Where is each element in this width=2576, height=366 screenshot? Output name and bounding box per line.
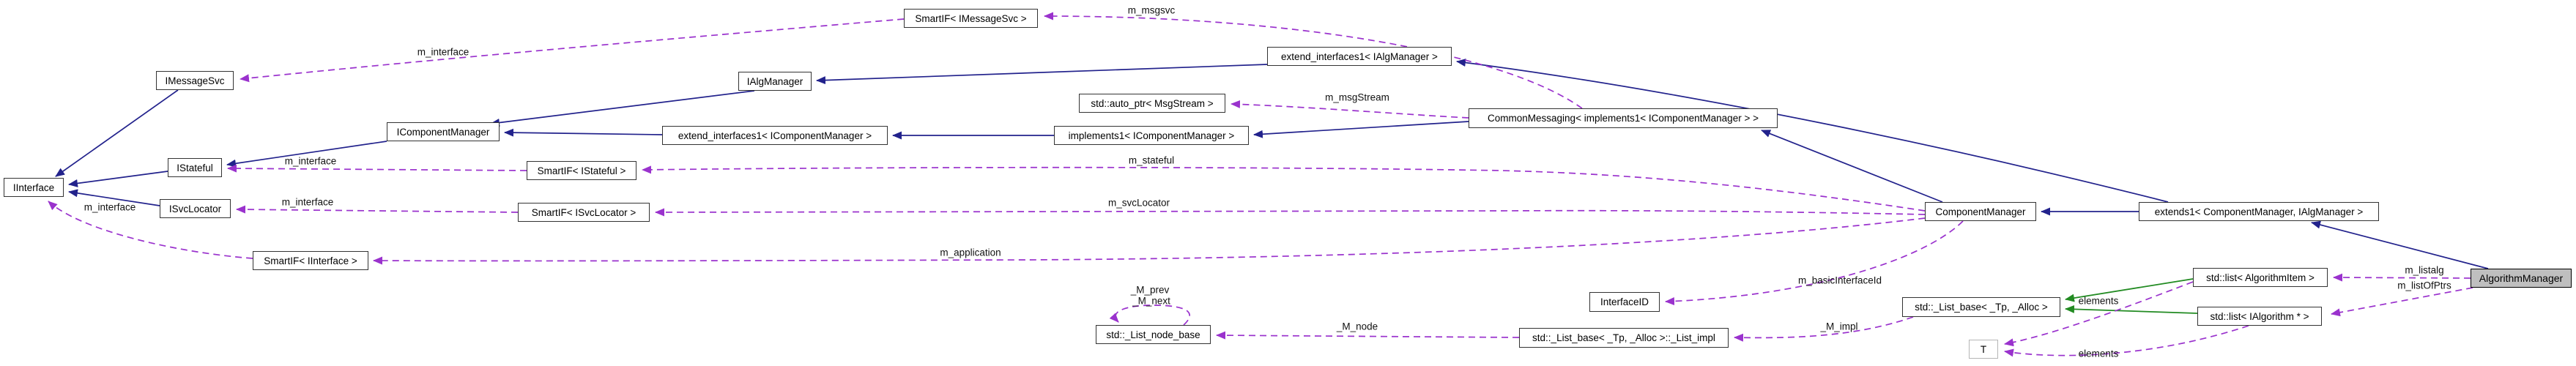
edge-usage-commonmessaging-to-smartifimessagesvc <box>1044 12 1583 109</box>
edge-label-m-stateful: m_stateful <box>1128 154 1175 166</box>
edge-usage-listalgorithmitem-to-t <box>2004 281 2194 347</box>
edge-label-m-application: m_application <box>940 247 1001 258</box>
edge-inheritance-extendinterfaces1iam-to-ialgmanager <box>816 64 1268 85</box>
edge-label-m-basicinterfaceid: m_basicInterfaceId <box>1797 274 1882 286</box>
node-commonmessaging[interactable]: CommonMessaging< implements1< IComponent… <box>1469 108 1778 128</box>
edge-usage-smartifimessagesvc-to-imessagesvc <box>240 18 905 83</box>
node-std-list-base[interactable]: std::_List_base< _Tp, _Alloc > <box>1902 297 2060 317</box>
node-interfaceid[interactable]: InterfaceID <box>1589 292 1660 312</box>
node-interfaceid-label: InterfaceID <box>1600 296 1649 307</box>
edge-usage-componentmanager-to-smartifistateful <box>642 165 1926 212</box>
node-smartif-isvclocator-label: SmartIF< ISvcLocator > <box>531 206 636 218</box>
edge-label-m-prev: _M_prev <box>1130 284 1170 296</box>
edge-inheritance-isvclocator-to-iinterface <box>68 189 160 206</box>
edge-label-elements-ialgorithm: elements <box>2078 348 2119 359</box>
node-iinterface[interactable]: IInterface <box>4 178 64 197</box>
edge-usage-listimpl-to-listnodebase <box>1216 331 1520 340</box>
edge-template-listialgorithm-to-listbase <box>2065 305 2198 314</box>
node-std-list-impl[interactable]: std::_List_base< _Tp, _Alloc >::_List_im… <box>1519 328 1729 348</box>
edge-inheritance-icomponentmanager-to-istateful <box>226 141 387 168</box>
edge-usage-componentmanager-to-smartifiinterface <box>373 217 1926 265</box>
node-imessagesvc-label: IMessageSvc <box>165 75 225 86</box>
node-t-template-param-label: T <box>1980 343 1987 355</box>
node-std-list-node-base[interactable]: std::_List_node_base <box>1096 325 1211 344</box>
node-extend-interfaces1-icomponentmanager-label: extend_interfaces1< IComponentManager > <box>678 130 872 141</box>
node-std-list-base-label: std::_List_base< _Tp, _Alloc > <box>1915 302 2048 313</box>
edge-label-m-node: _M_node <box>1336 321 1378 332</box>
node-smartif-imessagesvc-label: SmartIF< IMessageSvc > <box>915 12 1027 24</box>
node-isvclocator-label: ISvcLocator <box>168 203 222 214</box>
edge-usage-commonmessaging-to-autoptrmsgstream <box>1231 100 1469 119</box>
edge-label-m-interface-isvclocator: m_interface <box>281 196 334 208</box>
node-smartif-istateful[interactable]: SmartIF< IStateful > <box>527 161 636 180</box>
edge-usage-algorithmmanager-to-listalgorithmitem <box>2333 273 2471 282</box>
edge-inheritance-extends1-to-extendinterfaces1iam <box>1456 59 2169 203</box>
edge-label-m-interface-istateful: m_interface <box>284 155 337 167</box>
node-t-template-param[interactable]: T <box>1969 340 1998 359</box>
node-ialgmanager[interactable]: IAlgManager <box>738 72 812 91</box>
node-componentmanager[interactable]: ComponentManager <box>1925 202 2036 221</box>
edge-usage-componentmanager-to-smartifisvclocator <box>655 208 1926 217</box>
node-isvclocator[interactable]: ISvcLocator <box>160 199 231 218</box>
node-algorithmmanager-label: AlgorithmManager <box>2479 272 2564 284</box>
edge-inheritance-commonmessaging-to-implements1icm <box>1253 121 1469 138</box>
edge-inheritance-extendinterfaces1icm-to-icomponentmanager <box>504 128 663 137</box>
node-extend-interfaces1-icomponentmanager[interactable]: extend_interfaces1< IComponentManager > <box>662 126 888 145</box>
edge-usage-listialgorithm-to-t <box>2004 325 2249 357</box>
edge-usage-listbase-to-listimpl <box>1734 316 1914 342</box>
node-implements1-icomponentmanager-label: implements1< IComponentManager > <box>1068 130 1235 141</box>
edge-usage-componentmanager-to-interfaceid <box>1665 220 1964 306</box>
node-algorithmmanager: AlgorithmManager <box>2471 269 2572 288</box>
node-smartif-isvclocator[interactable]: SmartIF< ISvcLocator > <box>518 203 650 222</box>
edge-label-m-next: _M_next <box>1132 295 1170 307</box>
edge-inheritance-imessagesvc-to-iinterface <box>55 89 179 177</box>
edge-label-m-interface-iinterface: m_interface <box>83 201 136 213</box>
edge-usage-algorithmmanager-to-listialgorithm <box>2331 287 2473 317</box>
node-std-auto-ptr-msgstream-label: std::auto_ptr< MsgStream > <box>1091 97 1214 109</box>
node-std-list-ialgorithm[interactable]: std::list< IAlgorithm * > <box>2197 307 2322 326</box>
node-std-list-ialgorithm-label: std::list< IAlgorithm * > <box>2210 310 2309 322</box>
edge-label-m-msgsvc: m_msgsvc <box>1127 4 1176 16</box>
node-extends1[interactable]: extends1< ComponentManager, IAlgManager … <box>2139 202 2379 221</box>
node-implements1-icomponentmanager[interactable]: implements1< IComponentManager > <box>1054 126 1249 145</box>
node-std-auto-ptr-msgstream[interactable]: std::auto_ptr< MsgStream > <box>1079 94 1225 113</box>
edge-template-listalgorithmitem-to-listbase <box>2065 278 2194 302</box>
edge-label-m-msgstream: m_msgStream <box>1325 92 1389 103</box>
edge-usage-listnodebase-self-loop <box>1109 305 1190 326</box>
node-ialgmanager-label: IAlgManager <box>746 75 803 87</box>
edge-label-m-impl: _M_impl <box>1820 321 1858 332</box>
edge-label-m-svclocator: m_svcLocator <box>1107 197 1170 209</box>
node-smartif-istateful-label: SmartIF< IStateful > <box>537 165 626 176</box>
node-iinterface-label: IInterface <box>12 182 55 193</box>
node-istateful-label: IStateful <box>177 162 213 173</box>
edge-label-elements-algorithmitem: elements <box>2078 295 2119 307</box>
node-icomponentmanager-label: IComponentManager <box>396 126 490 138</box>
node-componentmanager-label: ComponentManager <box>1935 206 2026 217</box>
node-imessagesvc[interactable]: IMessageSvc <box>156 71 234 90</box>
edge-inheritance-componentmanager-to-commonmessaging <box>1761 130 1943 203</box>
node-extends1-label: extends1< ComponentManager, IAlgManager … <box>2154 206 2364 217</box>
edge-usage-smartifisvclocator-to-isvclocator <box>236 205 519 214</box>
node-istateful[interactable]: IStateful <box>168 158 222 177</box>
edge-usage-smartifistateful-to-istateful <box>227 164 527 173</box>
edge-inheritance-ialgmanager-to-icomponentmanager <box>490 90 755 127</box>
node-extend-interfaces1-ialgmanager-label: extend_interfaces1< IAlgManager > <box>1281 51 1438 62</box>
edge-inheritance-algorithmmanager-to-extends1 <box>2311 220 2489 269</box>
node-std-list-impl-label: std::_List_base< _Tp, _Alloc >::_List_im… <box>1532 332 1715 343</box>
node-std-list-node-base-label: std::_List_node_base <box>1106 329 1200 340</box>
node-smartif-iinterface[interactable]: SmartIF< IInterface > <box>253 251 368 270</box>
node-extend-interfaces1-ialgmanager[interactable]: extend_interfaces1< IAlgManager > <box>1267 47 1452 66</box>
edge-inheritance-istateful-to-iinterface <box>68 171 168 187</box>
node-std-list-algorithmitem[interactable]: std::list< AlgorithmItem > <box>2193 268 2328 287</box>
node-commonmessaging-label: CommonMessaging< implements1< IComponent… <box>1488 113 1759 124</box>
edge-label-m-interface-imessagesvc: m_interface <box>417 46 469 58</box>
node-icomponentmanager[interactable]: IComponentManager <box>387 122 500 141</box>
edge-label-m-listofptrs: m_listOfPtrs <box>2397 280 2451 291</box>
node-std-list-algorithmitem-label: std::list< AlgorithmItem > <box>2206 272 2315 283</box>
node-smartif-iinterface-label: SmartIF< IInterface > <box>264 255 357 266</box>
node-smartif-imessagesvc[interactable]: SmartIF< IMessageSvc > <box>904 9 1038 28</box>
edge-label-m-listalg: m_listalg <box>2405 264 2444 276</box>
